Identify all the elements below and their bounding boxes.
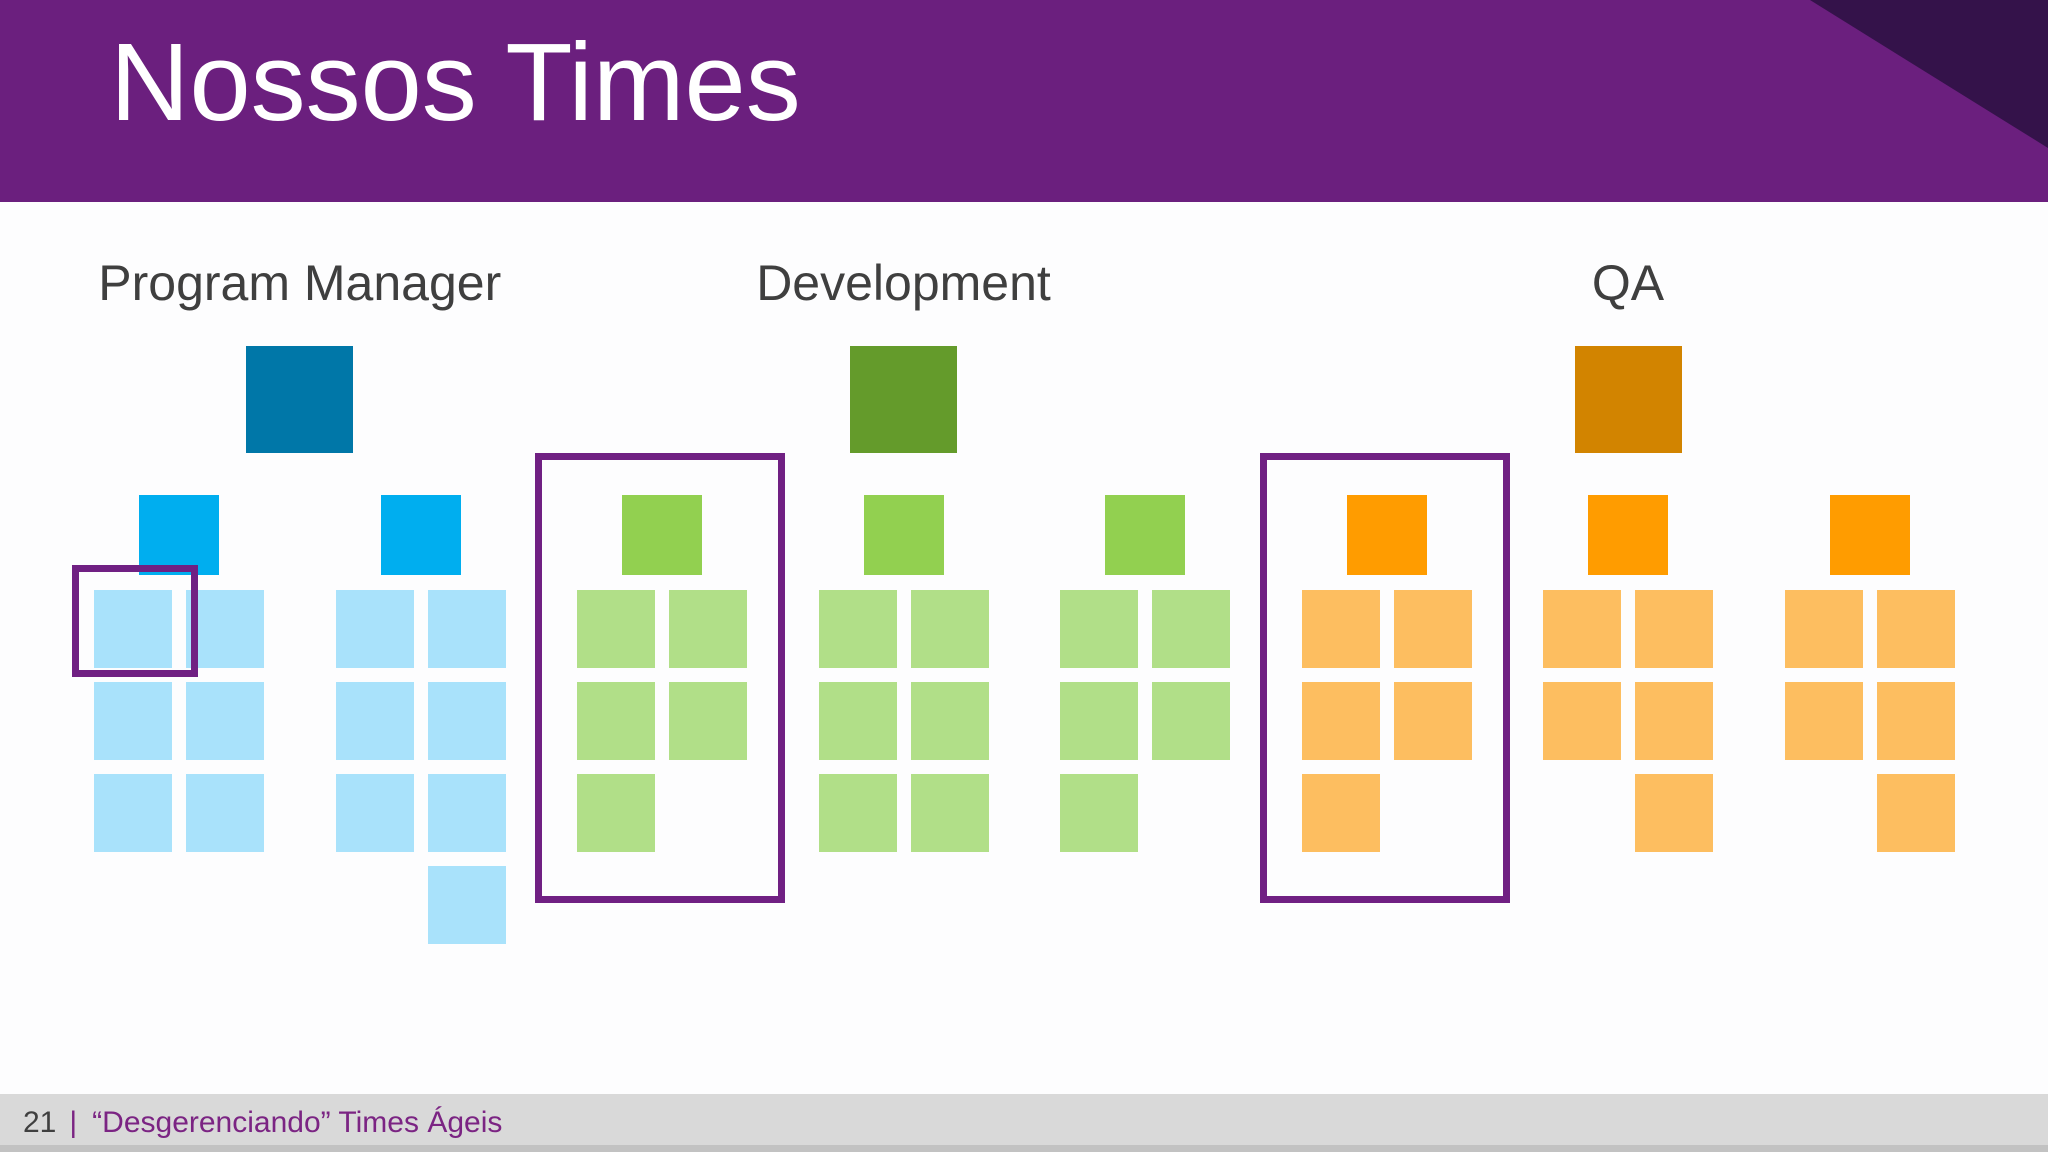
- member-highlight-outline: [72, 565, 198, 677]
- team-highlight-outline: [1259, 453, 1510, 903]
- team-member-square: [1060, 590, 1138, 668]
- team-member-square: [1301, 774, 1380, 852]
- footer-bar: 21 | “Desgerenciando” Times Ágeis: [0, 1094, 2048, 1152]
- team-member-square: [910, 590, 989, 668]
- team-member-square: [1060, 774, 1138, 852]
- header-banner: Nossos Times: [0, 0, 2048, 202]
- team-member-square: [818, 774, 897, 852]
- footer-content: 21 | “Desgerenciando” Times Ágeis: [0, 1106, 502, 1140]
- team-member-square: [1784, 590, 1863, 668]
- team-member-square: [910, 682, 989, 760]
- team-member-square: [1635, 774, 1713, 852]
- team-member-square: [335, 590, 414, 668]
- team-lead-square: [139, 495, 219, 575]
- team-highlight-outline: [535, 453, 785, 903]
- team-member-square: [94, 774, 172, 852]
- team-member-square: [1152, 682, 1230, 760]
- team-member-square: [1152, 590, 1230, 668]
- team-member-square: [186, 682, 264, 760]
- team-lead-square: [622, 495, 702, 575]
- team-member-square: [577, 682, 655, 760]
- team-member-square: [1301, 682, 1380, 760]
- footer-title: “Desgerenciando” Times Ágeis: [92, 1106, 503, 1139]
- team-member-square: [186, 774, 264, 852]
- team-member-square: [818, 590, 897, 668]
- team-lead-square: [863, 495, 944, 575]
- team-member-square: [1635, 590, 1713, 668]
- slide-title: Nossos Times: [110, 21, 801, 144]
- team-member-square: [1876, 682, 1955, 760]
- team-member-square: [427, 866, 506, 944]
- team-member-square: [427, 682, 506, 760]
- team-lead-square: [1588, 495, 1668, 575]
- team-member-square: [910, 774, 989, 852]
- team-member-square: [1393, 682, 1472, 760]
- department-leader-square: [246, 346, 354, 453]
- department-leader-square: [850, 346, 957, 453]
- team-member-square: [577, 774, 655, 852]
- team-member-square: [427, 590, 506, 668]
- department-heading: QA: [1591, 255, 1665, 311]
- team-member-square: [335, 774, 414, 852]
- team-member-square: [94, 590, 172, 668]
- team-member-square: [1301, 590, 1380, 668]
- team-lead-square: [1829, 495, 1910, 575]
- team-member-square: [1784, 682, 1863, 760]
- team-member-square: [186, 590, 264, 668]
- team-member-square: [818, 682, 897, 760]
- team-member-square: [427, 774, 506, 852]
- team-member-square: [669, 682, 747, 760]
- team-member-square: [1543, 590, 1621, 668]
- team-member-square: [577, 590, 655, 668]
- team-member-square: [1543, 682, 1621, 760]
- department-heading: Program Manager: [98, 255, 502, 311]
- team-member-square: [335, 682, 414, 760]
- team-member-square: [1393, 590, 1472, 668]
- page-number: 21: [23, 1106, 57, 1139]
- department-heading: Development: [756, 255, 1051, 311]
- team-lead-square: [1346, 495, 1427, 575]
- department-leader-square: [1574, 346, 1682, 453]
- team-member-square: [1635, 682, 1713, 760]
- team-member-square: [1060, 682, 1138, 760]
- team-member-square: [1876, 774, 1955, 852]
- team-lead-square: [1105, 495, 1185, 575]
- footer-bottom-edge: [0, 1145, 2048, 1152]
- team-member-square: [1876, 590, 1955, 668]
- team-member-square: [94, 682, 172, 760]
- team-member-square: [669, 590, 747, 668]
- team-lead-square: [380, 495, 461, 575]
- footer-separator-icon: |: [69, 1106, 78, 1139]
